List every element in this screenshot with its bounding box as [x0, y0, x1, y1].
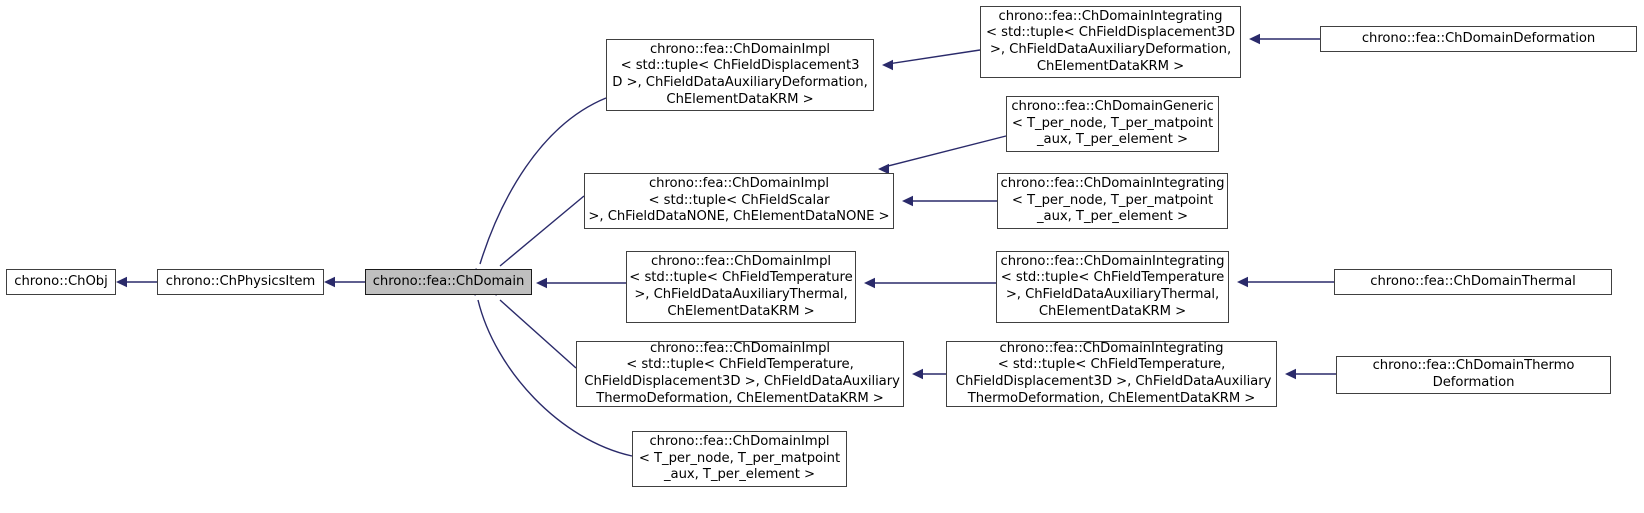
inheritance-arrowhead — [1249, 33, 1260, 45]
inheritance-arrowhead — [1285, 368, 1296, 380]
class-node-chobj[interactable]: chrono::ChObj — [6, 269, 116, 295]
inheritance-edge-impl_thermodef-to-chdomain — [499, 299, 577, 369]
inheritance-edge-integ_disp3d-to-impl_disp3d — [887, 49, 981, 65]
inheritance-arrowhead — [116, 276, 127, 288]
class-node-label: chrono::fea::ChDomainImpl < std::tuple< … — [588, 176, 890, 225]
class-node-label: chrono::fea::ChDomainIntegrating < std::… — [1000, 253, 1225, 319]
class-node-label: chrono::fea::ChDomainImpl < T_per_node, … — [638, 434, 841, 483]
class-node-label: chrono::fea::ChDomain — [372, 273, 525, 289]
class-node-impl_scalar[interactable]: chrono::fea::ChDomainImpl < std::tuple< … — [584, 173, 894, 229]
class-node-chdomain[interactable]: chrono::fea::ChDomain — [365, 269, 532, 295]
class-node-integ_generic[interactable]: chrono::fea::ChDomainIntegrating < T_per… — [997, 173, 1228, 229]
class-node-label: chrono::fea::ChDomainImpl < std::tuple< … — [629, 253, 853, 319]
class-node-label: chrono::fea::ChDomainThermo Deformation — [1372, 358, 1575, 390]
class-node-thermodeformation[interactable]: chrono::fea::ChDomainThermo Deformation — [1336, 356, 1611, 394]
inheritance-edge-generic-to-impl_scalar — [883, 135, 1007, 168]
class-node-label: chrono::fea::ChDomainDeformation — [1361, 30, 1596, 46]
class-node-thermal[interactable]: chrono::fea::ChDomainThermal — [1334, 269, 1612, 295]
class-node-label: chrono::fea::ChDomainGeneric < T_per_nod… — [1011, 99, 1214, 148]
class-node-label: chrono::fea::ChDomainImpl < std::tuple< … — [584, 340, 900, 406]
inheritance-arrowhead — [912, 368, 923, 380]
inheritance-arrowhead — [882, 59, 893, 71]
inheritance-arrowhead — [902, 195, 913, 207]
class-node-chphysicsitem[interactable]: chrono::ChPhysicsItem — [157, 269, 324, 295]
class-node-impl_generic[interactable]: chrono::fea::ChDomainImpl < T_per_node, … — [632, 431, 847, 487]
class-node-impl_thermodef[interactable]: chrono::fea::ChDomainImpl < std::tuple< … — [576, 341, 904, 407]
class-node-label: chrono::fea::ChDomainIntegrating < std::… — [955, 340, 1272, 406]
class-node-label: chrono::ChObj — [14, 273, 108, 289]
class-node-impl_temp[interactable]: chrono::fea::ChDomainImpl < std::tuple< … — [626, 251, 856, 323]
class-node-deformation[interactable]: chrono::fea::ChDomainDeformation — [1320, 26, 1637, 52]
class-node-integ_temp[interactable]: chrono::fea::ChDomainIntegrating < std::… — [996, 251, 1229, 323]
inheritance-arrowhead — [324, 276, 335, 288]
inheritance-arrowhead — [1237, 276, 1248, 288]
class-node-generic[interactable]: chrono::fea::ChDomainGeneric < T_per_nod… — [1006, 96, 1219, 152]
class-node-label: chrono::fea::ChDomainImpl < std::tuple< … — [612, 41, 868, 107]
class-node-label: chrono::ChPhysicsItem — [165, 273, 316, 289]
class-node-label: chrono::fea::ChDomainThermal — [1370, 273, 1576, 289]
inheritance-arrowhead — [864, 277, 875, 289]
class-node-integ_disp3d[interactable]: chrono::fea::ChDomainIntegrating < std::… — [980, 6, 1241, 78]
inheritance-edge-impl_scalar-to-chdomain — [499, 195, 585, 267]
class-node-label: chrono::fea::ChDomainIntegrating < T_per… — [1000, 176, 1225, 225]
class-node-label: chrono::fea::ChDomainIntegrating < std::… — [986, 8, 1235, 74]
inheritance-arrowhead — [536, 277, 547, 289]
class-node-integ_thermodef[interactable]: chrono::fea::ChDomainIntegrating < std::… — [946, 341, 1277, 407]
class-node-impl_disp3d[interactable]: chrono::fea::ChDomainImpl < std::tuple< … — [606, 39, 874, 111]
